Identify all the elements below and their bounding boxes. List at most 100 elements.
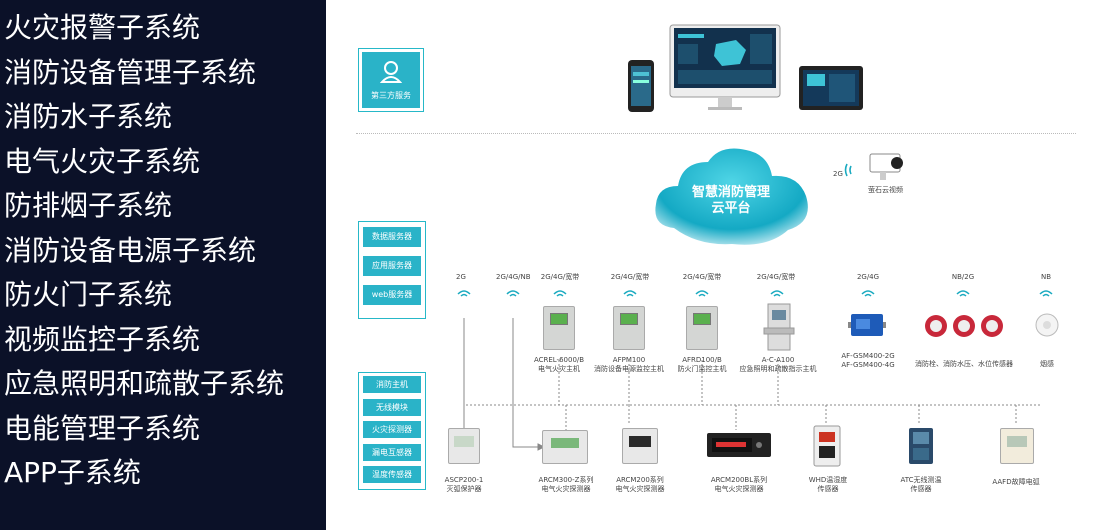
upper-device-desc: 防火门监控主机 [677,365,727,373]
signal-label: 2G/4G/NB [496,273,531,281]
wireless-module-icon [848,314,886,336]
wifi-signal-icon [956,290,970,297]
electric-fire-detector-icon [622,428,658,464]
lower-device-desc: 传感器 [910,485,932,493]
temperature-sensor-label: 温度传感器 [363,466,421,483]
lower-device-model: ARCM300-Z系列 [538,476,594,484]
wifi-signal-icon [695,290,709,297]
subsystem-item: 火灾报警子系统 [4,11,201,44]
lower-device-model: ARCM200BL系列 [710,476,768,484]
lower-device-desc: 电气火灾探测器 [541,485,591,493]
emergency-lighting-host-icon [763,303,795,351]
upper-device-model: A-C-A100 [761,356,795,364]
upper-device-signal: 2G/4G [856,273,880,281]
subsystem-item: 电能管理子系统 [4,411,201,445]
arc-protector-icon [448,428,480,464]
subsystem-item: 应急照明和疏散子系统 [4,367,285,400]
upper-device-desc: 应急照明和疏散指示主机 [739,365,817,373]
lower-device-model: AAFD故障电弧 [992,478,1040,486]
electric-fire-detector-icon [542,430,588,464]
tablet-icon [799,66,863,110]
upper-device-signal: 2G/4G/宽带 [756,273,796,281]
upper-device-signal: 2G/4G/宽带 [682,273,722,281]
third-party-service-box: 第三方服务 [358,48,424,112]
arc-fault-detector-icon [1000,428,1034,464]
wireless-temperature-sensor-icon [909,428,933,464]
upper-device-model: AFRD100/B [682,356,722,364]
wifi-signal-icon [1039,290,1053,297]
upper-device-desc: AF-GSM400-4G [841,361,895,369]
upper-device-model: ACREL-6000/B [533,356,585,364]
wifi-signal-icon [770,290,784,297]
subsystem-list-panel: 火灾报警子系统 消防设备管理子系统 消防水子系统 电气火灾子系统 防排烟子系统 … [0,0,326,530]
cloud-label-line2: 云平台 [711,201,751,216]
upper-device-desc: 电气火灾主机 [538,365,580,373]
fire-detector-label: 火灾探测器 [363,421,421,438]
fire-alarm-host-icon [543,306,575,350]
lower-device-desc: 电气火灾探测器 [615,485,665,493]
upper-device-desc: 消防栓、消防水压、水位传感器 [915,360,1013,368]
upper-device-signal: NB [1040,273,1052,281]
power-monitor-host-icon [613,306,645,350]
camera-signal: 2G [833,170,843,178]
upper-device-desc: 烟感 [1040,360,1054,368]
terminal-devices-image [628,24,863,112]
fire-host-label: 消防主机 [363,376,421,393]
lower-device-desc: 灭弧保护器 [446,485,482,493]
arrow-head [537,443,546,451]
fire-door-host-icon [686,306,718,350]
subsystem-item: 消防水子系统 [4,100,173,133]
wifi-signal-icon [457,290,471,297]
lower-device-desc: 电气火灾探测器 [714,485,764,493]
app-server-label: 应用服务器 [363,256,421,276]
subsystem-item: APP子系统 [4,456,141,489]
subsystem-item: 消防设备管理子系统 [4,55,257,89]
signal-label: 2G [456,273,466,281]
camera-label: 萤石云视频 [868,186,903,194]
subsystem-item: 防火门子系统 [4,278,173,311]
subsystem-item: 防排烟子系统 [4,189,173,222]
line-nb [512,318,538,448]
lower-device-model: ATC无线测温 [900,476,942,484]
architecture-diagram: 第三方服务 [326,0,1106,530]
wifi-signal-icon [861,290,875,297]
smoke-detector-icon [1035,313,1059,337]
data-server-label: 数据服务器 [363,227,421,247]
subsystem-list: 火灾报警子系统 消防设备管理子系统 消防水子系统 电气火灾子系统 防排烟子系统 … [0,0,326,496]
lower-device-model: ASCP200-1 [444,476,484,484]
cloud-label-line1: 智慧消防管理 [691,185,770,200]
lower-device-model: ARCM200系列 [616,476,664,484]
leakage-transformer-label: 漏电互感器 [363,443,421,461]
connection-lines [463,318,1041,451]
humidity-sensor-icon [813,425,841,467]
third-party-label: 第三方服务 [371,90,411,100]
wireless-module-label: 无线模块 [363,398,421,416]
cloud-platform-label: 智慧消防管理 云平台 [671,185,791,217]
electric-fire-detector-icon [707,433,771,457]
subsystem-item: 电气火灾子系统 [4,144,201,178]
upper-device-signal: 2G/4G/宽带 [610,273,650,281]
camera-icon [869,153,903,180]
user-icon [380,60,402,83]
wifi-signal-icon [553,290,567,297]
upper-device-desc: 消防设备电源监控主机 [594,365,664,373]
water-pressure-sensor-icon [925,315,1003,337]
device-types-box: 消防主机 无线模块 火灾探测器 漏电互感器 温度传感器 [358,372,426,490]
upper-device-signal: 2G/4G/宽带 [540,273,580,281]
phone-icon [628,60,654,112]
wifi-signal-icon [844,163,852,177]
lower-device-desc: 传感器 [817,485,839,493]
cloud-icon [655,148,808,245]
upper-device-signal: NB/2G [951,273,975,281]
monitor-icon [669,24,781,110]
separator-line [356,133,1076,134]
upper-device-model: AF-GSM400-2G [841,352,895,360]
upper-device-model: AFPM100 [612,356,646,364]
lower-device-model: WHD温湿度 [808,476,848,484]
wifi-signal-icon [506,290,520,297]
wifi-signal-icon [623,290,637,297]
web-server-label: web服务器 [363,285,421,305]
server-services-box: 数据服务器 应用服务器 web服务器 [358,221,426,319]
subsystem-item: 视频监控子系统 [4,322,201,356]
subsystem-item: 消防设备电源子系统 [4,233,257,267]
